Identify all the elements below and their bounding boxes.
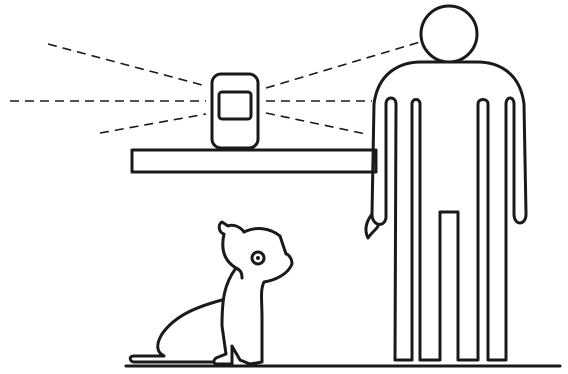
motion-sensor-icon (210, 72, 260, 150)
person-icon (364, 4, 528, 362)
right-detection-rays-icon (265, 41, 421, 135)
dog-icon (128, 220, 294, 366)
shelf-icon (130, 148, 378, 174)
left-detection-rays-icon (10, 43, 207, 134)
